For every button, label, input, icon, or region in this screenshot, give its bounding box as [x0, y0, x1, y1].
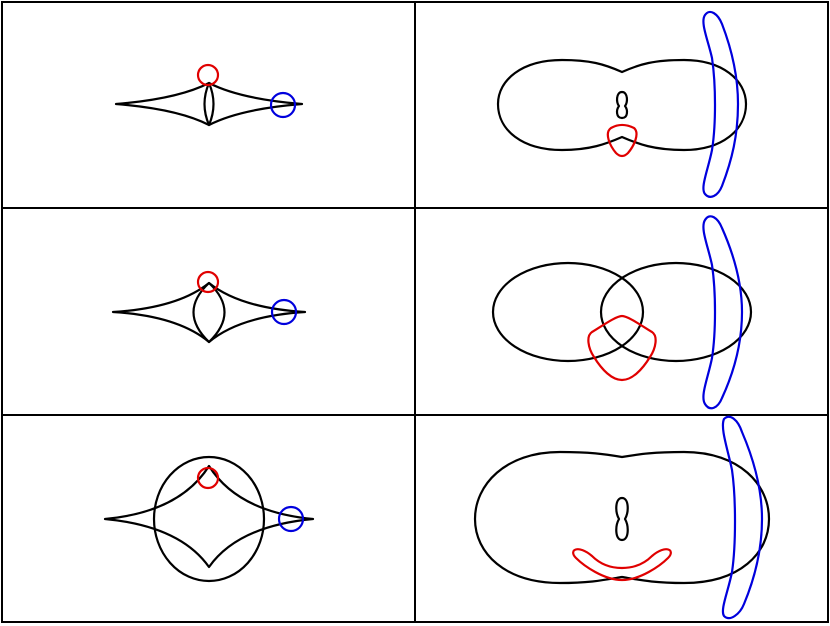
blue-source-circle [269, 91, 297, 119]
panel-row3-image [473, 415, 771, 620]
inner-caustic-lens [203, 81, 215, 127]
blue-image-arc [721, 415, 764, 620]
red-image-arc [587, 314, 657, 382]
inner-caustic-lens [192, 281, 226, 344]
red-image-arc [572, 548, 672, 582]
astroid-caustic [103, 464, 315, 569]
red-source-circle [196, 63, 220, 87]
critical-curve-left [491, 261, 645, 363]
blue-image-arc [702, 215, 744, 410]
caustic-curve [111, 281, 307, 344]
panel-row3-source [103, 455, 315, 583]
blue-image-arc [702, 10, 740, 198]
critical-curve-inner [615, 496, 629, 542]
critical-curve-outer [496, 58, 748, 152]
panel-row2-source [111, 270, 307, 344]
outer-caustic-oval [152, 455, 266, 583]
blue-source-circle [270, 298, 298, 326]
panel-row2-image [491, 215, 753, 410]
critical-curve-inner [615, 90, 629, 120]
blue-source-circle [277, 505, 305, 533]
critical-curve-outer [473, 450, 771, 585]
red-image-arc [606, 123, 638, 158]
critical-curve-right [599, 261, 753, 363]
red-source-circle [196, 466, 220, 490]
caustic-curve [114, 81, 304, 127]
panel-row1-source [114, 63, 304, 127]
panel-row1-image [496, 10, 748, 198]
red-source-circle [196, 270, 220, 294]
